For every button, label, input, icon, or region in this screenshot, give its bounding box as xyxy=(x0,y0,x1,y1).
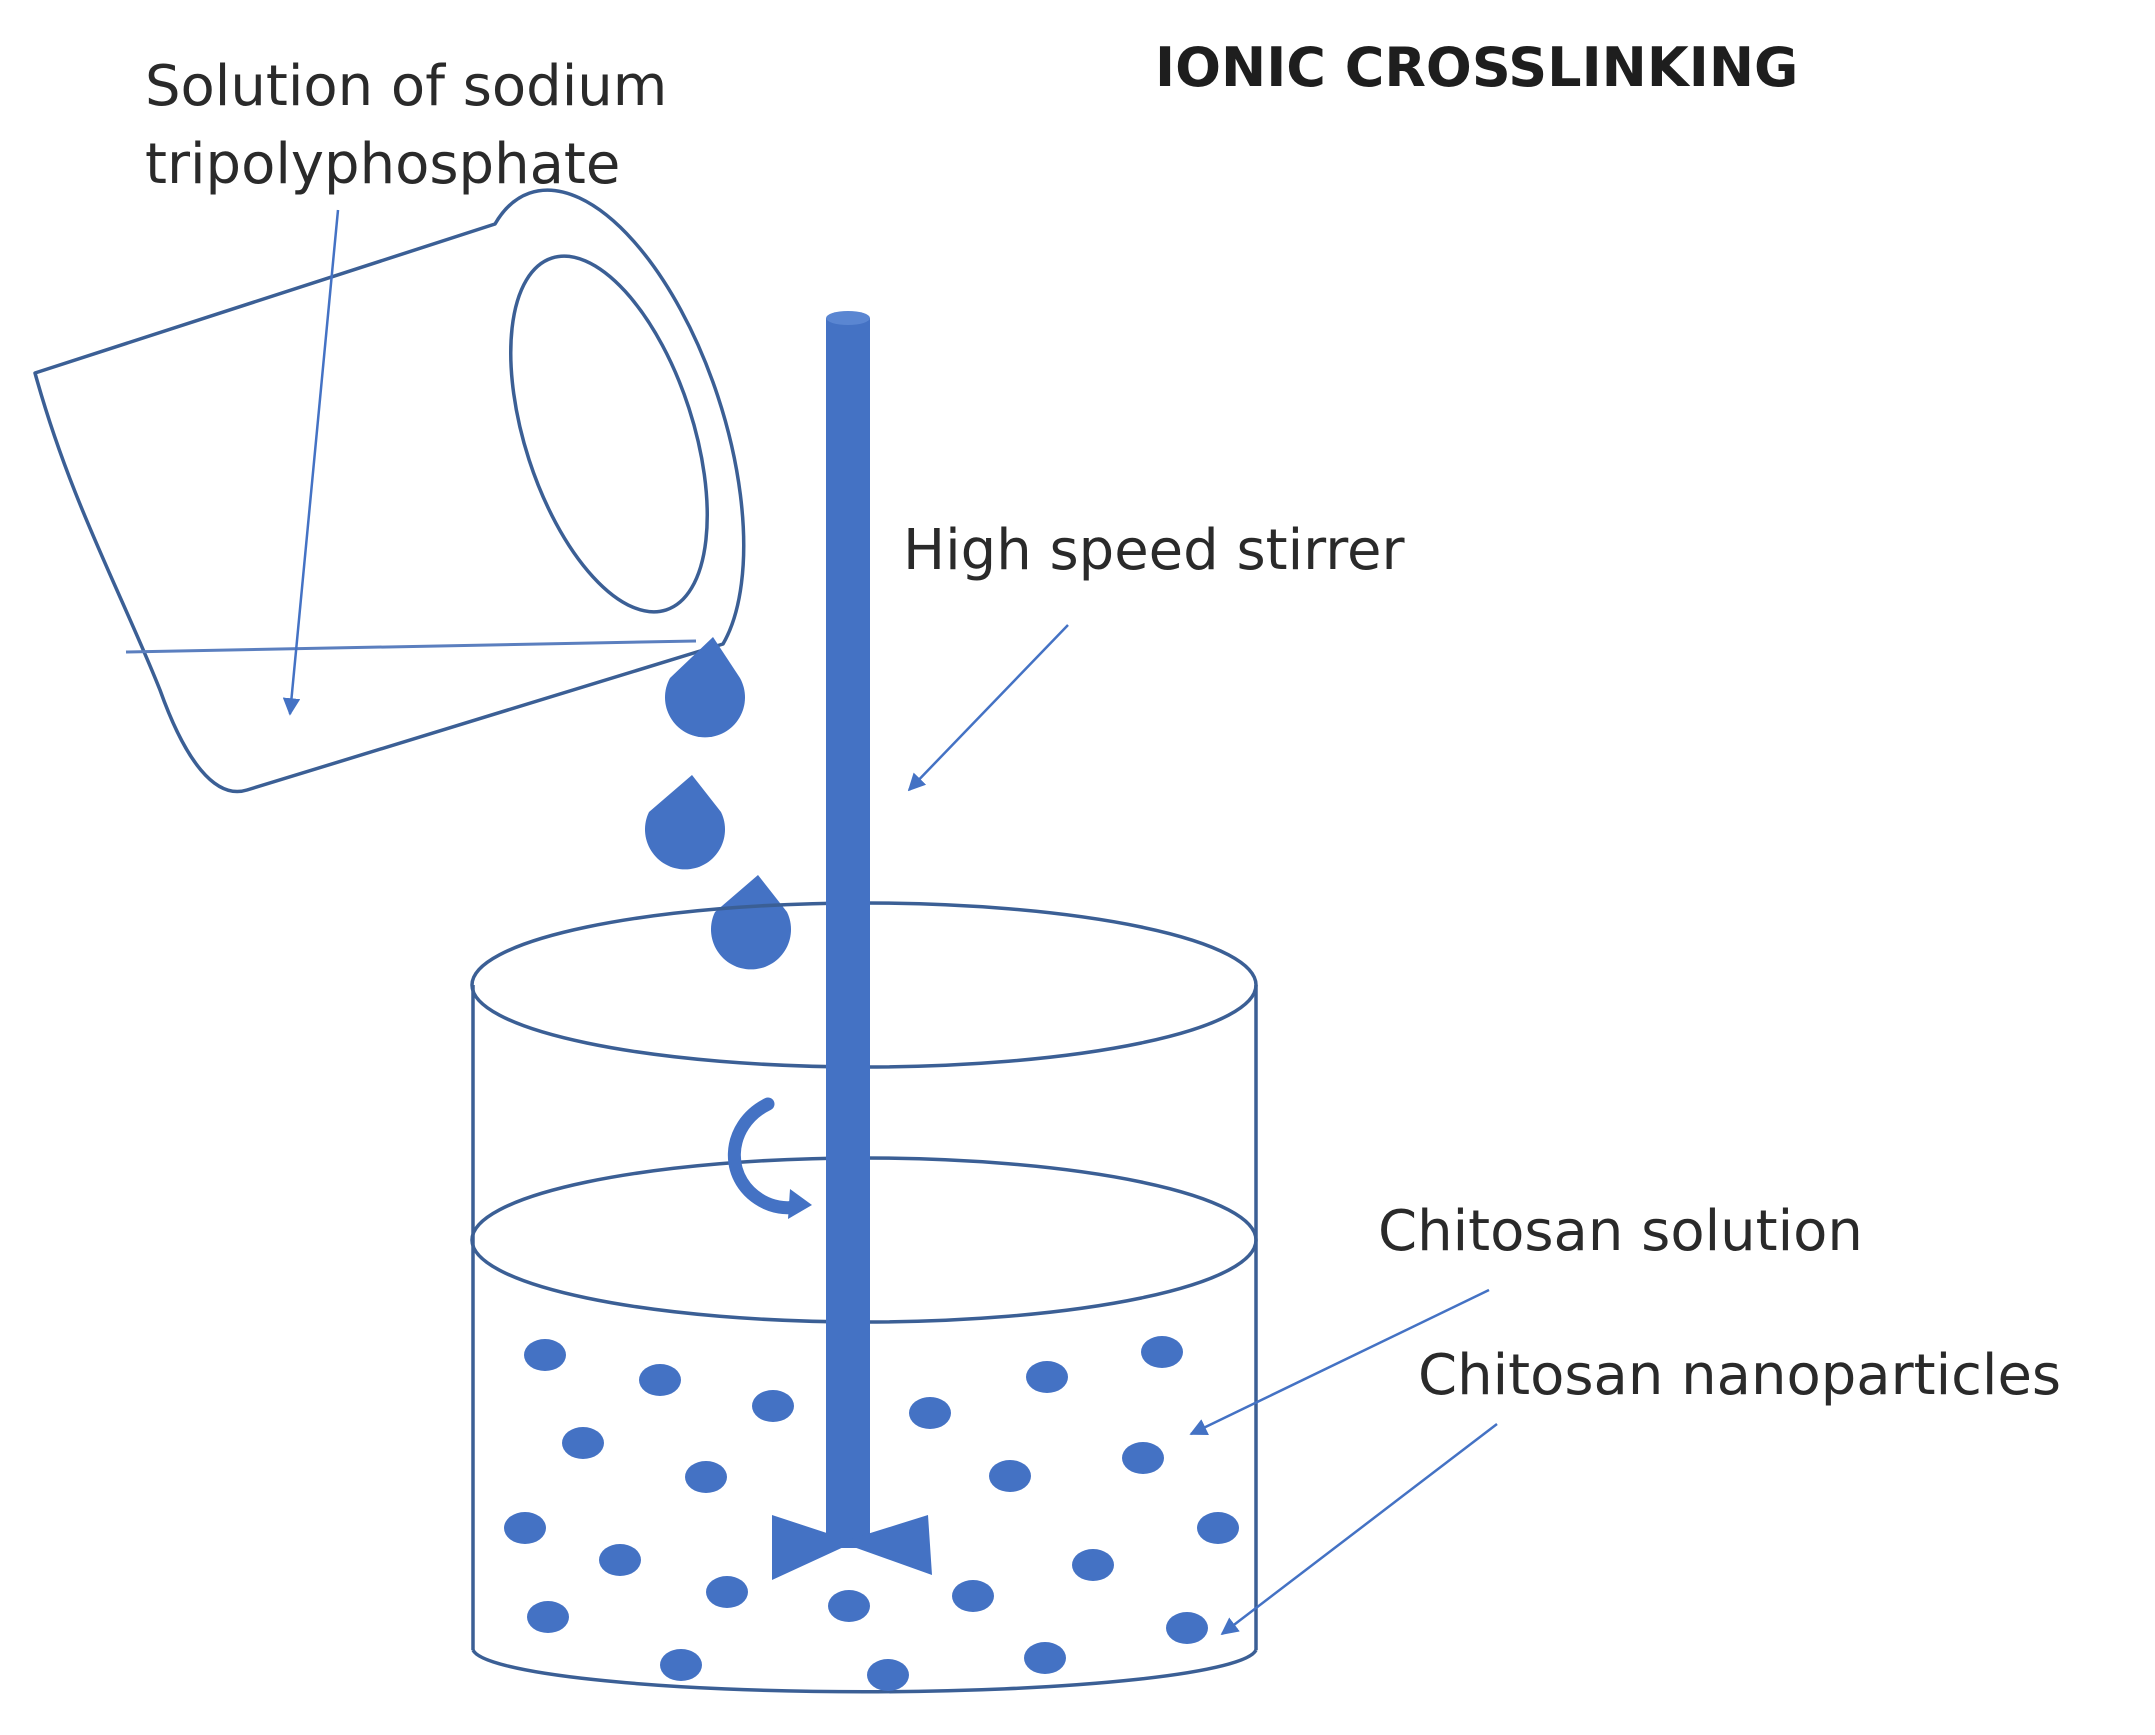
nanoparticle-dot xyxy=(524,1339,566,1371)
nanoparticle-dot xyxy=(706,1576,748,1608)
nanoparticle-dot xyxy=(685,1461,727,1493)
rotation-arrow-icon xyxy=(727,1097,812,1219)
label-high-speed-stirrer: High speed stirrer xyxy=(903,518,1405,583)
beaker-bottom xyxy=(471,1649,1258,1694)
nanoparticle-dot xyxy=(1197,1512,1239,1544)
nanoparticle-dot xyxy=(1072,1549,1114,1581)
pointer-arrows xyxy=(282,209,1498,1636)
nanoparticle-dot xyxy=(1166,1612,1208,1644)
drop-icon xyxy=(711,875,791,970)
label-chitosan-nanoparticles: Chitosan nanoparticles xyxy=(1418,1343,2062,1408)
nanoparticle-dot xyxy=(952,1580,994,1612)
stirrer-shaft xyxy=(826,318,870,1548)
high-speed-stirrer xyxy=(772,311,932,1580)
nanoparticle-dot xyxy=(909,1397,951,1429)
label-tpp-line2: tripolyphosphate xyxy=(145,132,621,197)
page-title: IONIC CROSSLINKING xyxy=(1155,36,1799,99)
label-chitosan-solution: Chitosan solution xyxy=(1378,1199,1863,1264)
drop-icon xyxy=(644,775,726,870)
drop-icon xyxy=(665,637,745,738)
nanoparticle-dot xyxy=(1026,1361,1068,1393)
nanoparticle-dot xyxy=(752,1390,794,1422)
nanoparticle-dot xyxy=(639,1364,681,1396)
nanoparticle-dot xyxy=(599,1544,641,1576)
pouring-cup xyxy=(33,188,746,794)
nanoparticle-dot xyxy=(504,1512,546,1544)
tpp-drops xyxy=(644,637,791,970)
pointer-chitosan-solution xyxy=(1189,1288,1490,1436)
nanoparticle-dot xyxy=(527,1601,569,1633)
nanoparticle-dot xyxy=(1122,1442,1164,1474)
pointer-stirrer xyxy=(907,624,1069,792)
nanoparticle-dot xyxy=(989,1460,1031,1492)
nanoparticle-dot xyxy=(1141,1336,1183,1368)
nanoparticle-dot xyxy=(1024,1642,1066,1674)
chitosan-nanoparticles xyxy=(504,1336,1239,1691)
cup-liquid-level-line xyxy=(125,639,697,654)
nanoparticle-dot xyxy=(828,1590,870,1622)
nanoparticle-dot xyxy=(660,1649,702,1681)
nanoparticle-dot xyxy=(867,1659,909,1691)
label-tpp-line1: Solution of sodium xyxy=(145,54,668,119)
pointer-tpp xyxy=(282,209,340,716)
impeller-icon xyxy=(772,1515,932,1580)
nanoparticle-dot xyxy=(562,1427,604,1459)
pointer-nanoparticles xyxy=(1220,1423,1498,1636)
